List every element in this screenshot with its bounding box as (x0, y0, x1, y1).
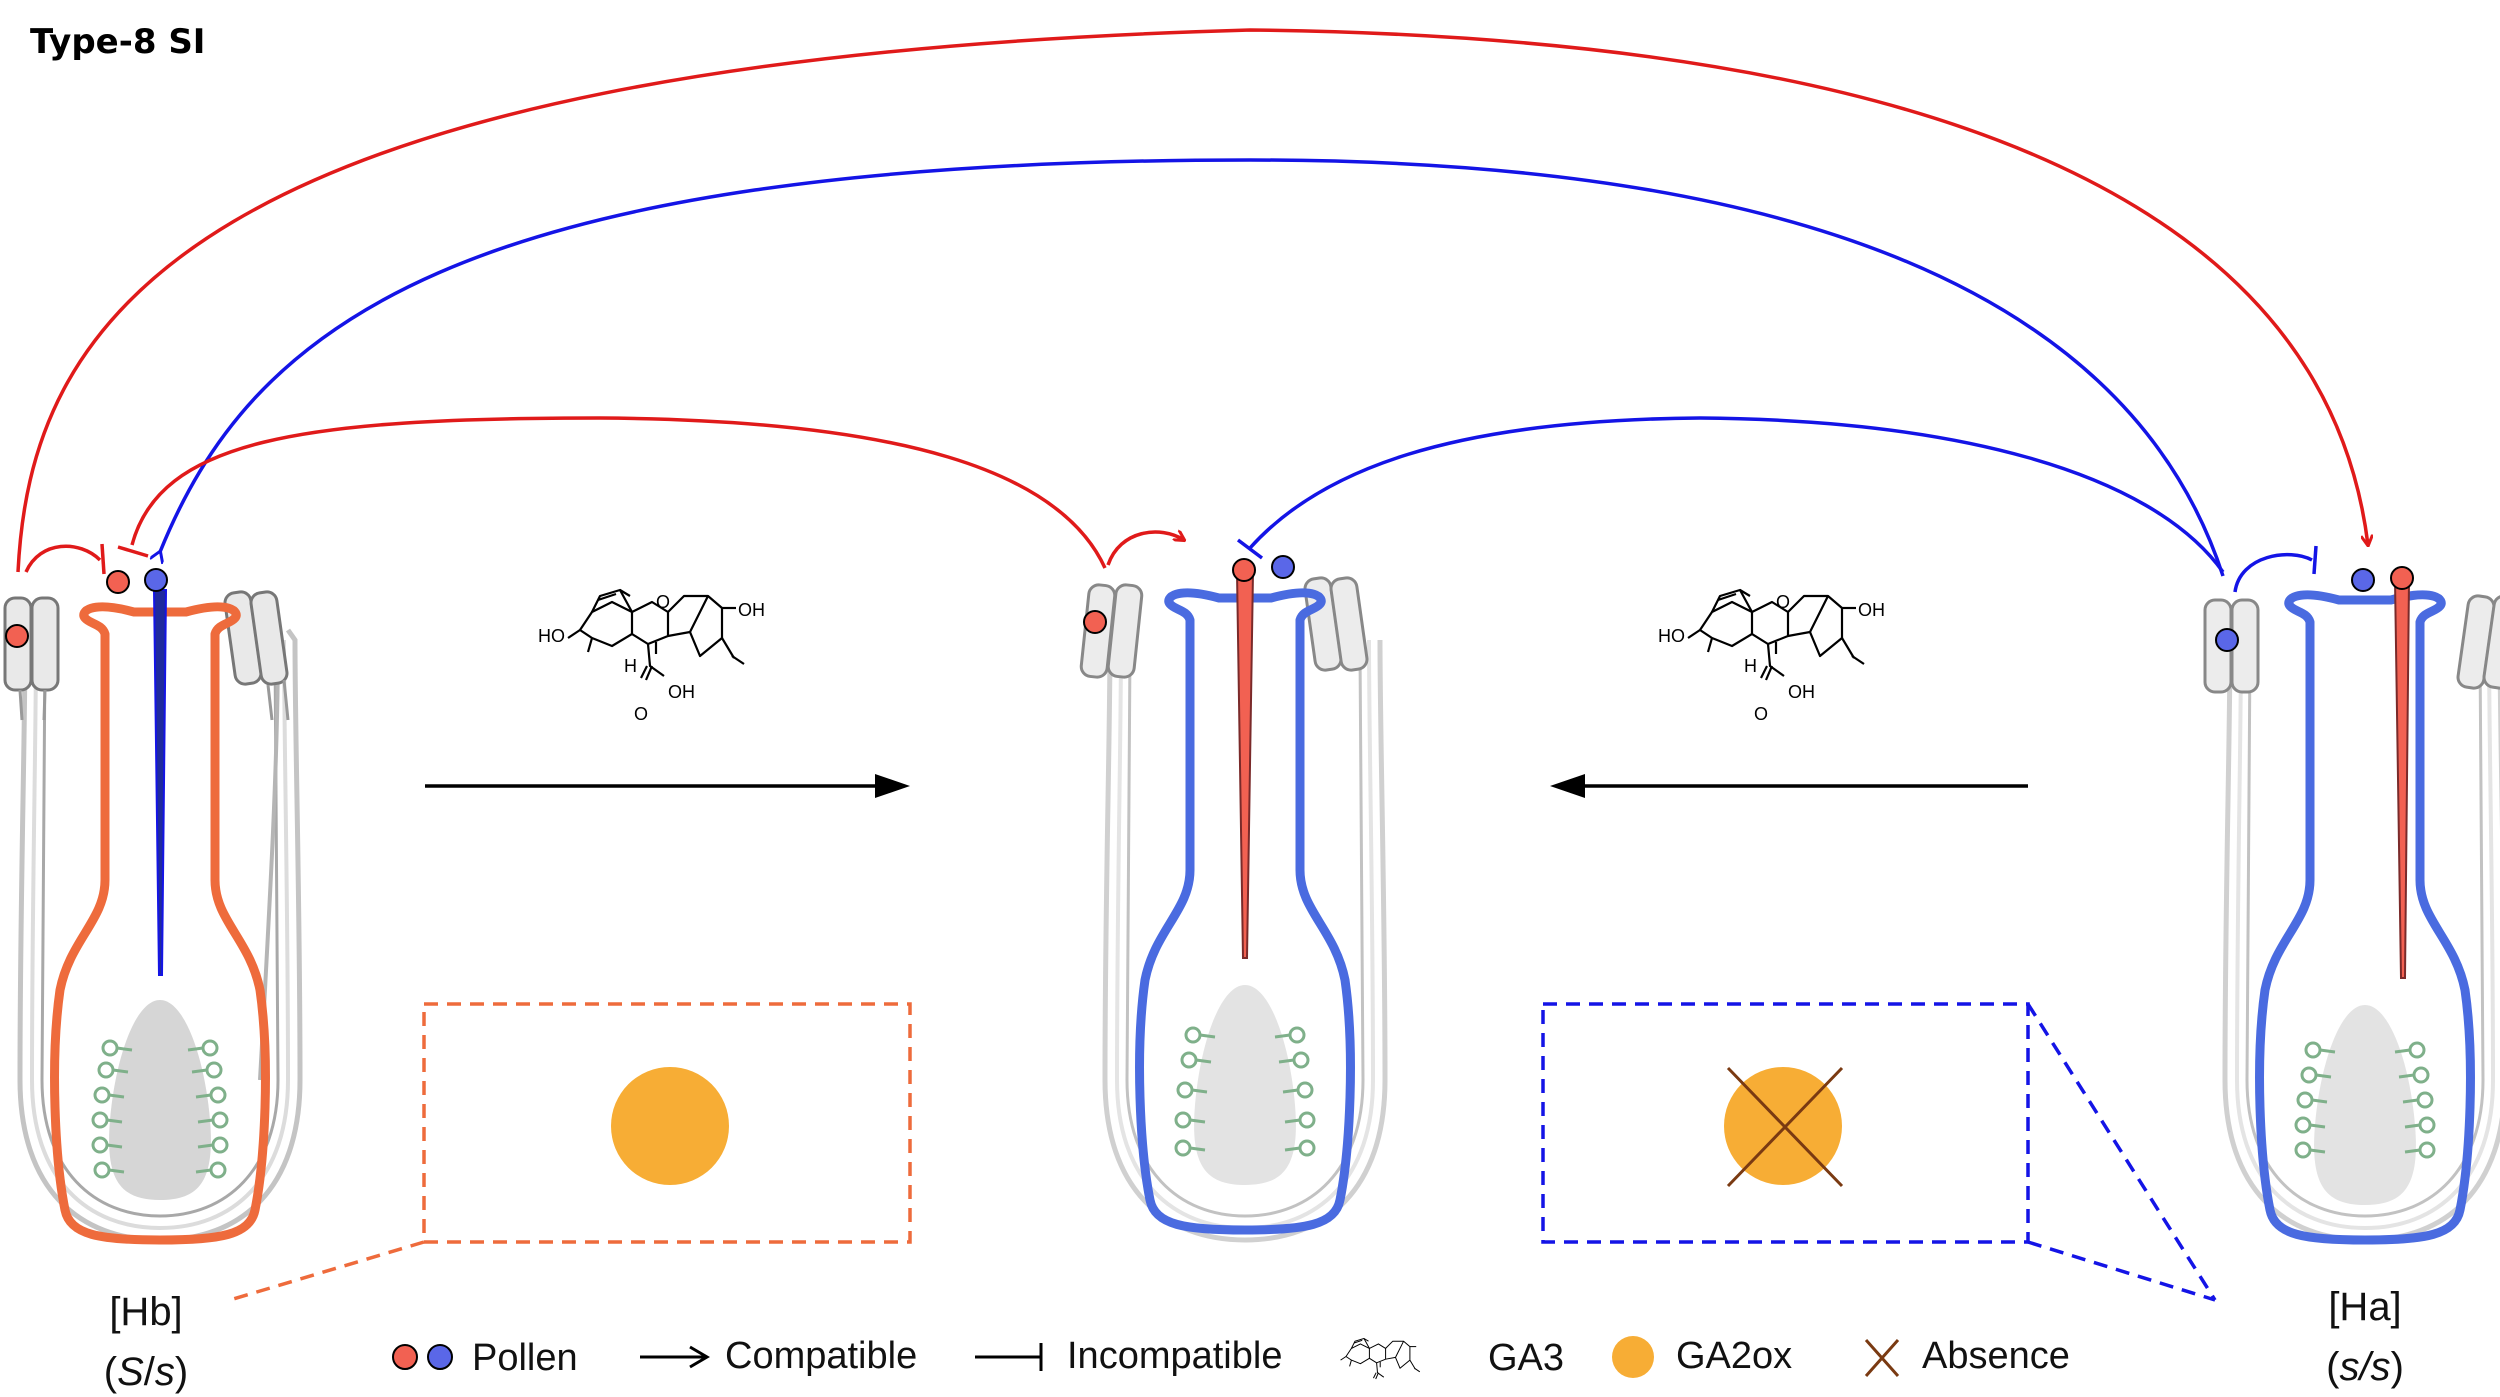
legend-absence: Absence (1922, 1335, 2070, 1377)
ga2ox-circle-icon (1612, 1336, 1654, 1378)
pollen-tube-blue (152, 589, 168, 976)
pistil-blue (2255, 590, 2475, 1245)
anther-left (3, 596, 60, 721)
pollen-blue-on-stigma (2351, 568, 2375, 592)
arrow-right-to-middle (1550, 774, 2028, 798)
ga3-structure-left: HO O OH H OH O (538, 588, 765, 724)
plant-ha (2203, 566, 2500, 1245)
pollen-red-on-anther (5, 624, 29, 648)
pollen-blue-on-stigma (144, 568, 168, 592)
plant-middle (1079, 555, 1388, 1243)
legend-ga2ox: GA2ox (1676, 1335, 1792, 1377)
pollen-blue-on-stigma (1271, 555, 1295, 579)
svg-text:HO: HO (538, 626, 565, 646)
svg-text:O: O (634, 704, 648, 724)
svg-text:H: H (1744, 656, 1757, 676)
ga3-structure-icon (1340, 1338, 1421, 1380)
arc-red-middle-to-left (130, 416, 1107, 569)
svg-text:OH: OH (1858, 600, 1885, 620)
arc-blue-right-to-middle (1248, 416, 2225, 574)
ovary (109, 1000, 211, 1200)
legend-pollen: Pollen (472, 1337, 578, 1379)
ga2ox-circle (611, 1067, 729, 1185)
svg-text:OH: OH (1788, 682, 1815, 702)
ovary (2314, 1005, 2416, 1205)
legend-incompatible: Incompatible (1067, 1335, 1282, 1377)
figure-title: Type-8 SI (30, 22, 205, 62)
compatible-arrow-icon (640, 1345, 710, 1369)
pistil-orange (50, 602, 270, 1245)
ovules (2294, 1041, 2436, 1159)
absence-cross-icon (1726, 1066, 1844, 1188)
genotype-hb: (S/s) (104, 1350, 188, 1394)
ovary (1194, 985, 1296, 1185)
legend-compatible: Compatible (725, 1335, 917, 1377)
pistil-blue (1135, 588, 1355, 1235)
pollen-pair-icon (427, 1344, 453, 1370)
incompatible-bar-icon (975, 1343, 1043, 1371)
plant-hb (3, 568, 303, 1245)
pollen-red-on-stigma (1232, 558, 1256, 582)
pollen-blue-on-anther (2215, 628, 2239, 652)
svg-text:OH: OH (668, 682, 695, 702)
arc-blue-right-to-left (160, 158, 2225, 577)
ovules (1174, 1026, 1316, 1157)
svg-text:O: O (656, 592, 670, 612)
arc-red-self-left (24, 544, 102, 573)
arc-blue-self-right (2233, 552, 2313, 593)
absence-cross-icon (1864, 1339, 1900, 1377)
ovules (91, 1039, 229, 1179)
anther-right (2456, 594, 2500, 690)
svg-text:HO: HO (1658, 626, 1685, 646)
pollen-red-on-stigma (2390, 566, 2414, 590)
pollen-tube-red (2393, 579, 2411, 979)
pollen-red-on-stigma (106, 570, 130, 594)
arc-red-self-middle (1106, 532, 1184, 566)
arrow-left-to-middle (425, 774, 910, 798)
genotype-ha: (s/s) (2326, 1345, 2404, 1389)
ga3-structure-right: HO O OH H OH O (1658, 588, 1885, 724)
plant-label-ha: [Ha] (2328, 1285, 2401, 1329)
pollen-pair-icon (392, 1344, 418, 1370)
svg-text:H: H (624, 656, 637, 676)
legend-ga3: GA3 (1488, 1337, 1564, 1379)
arc-red-left-to-right (16, 28, 2368, 573)
svg-text:O: O (1776, 592, 1790, 612)
legend: Pollen Compatible Incompatible GA3 GA2ox… (392, 1335, 2070, 1380)
zoom-box-left (229, 1002, 912, 1302)
anther-right (1303, 576, 1369, 672)
zoom-box-right (1541, 1002, 2217, 1302)
pollen-red-on-anther (1083, 610, 1107, 634)
svg-text:O: O (1754, 704, 1768, 724)
svg-text:OH: OH (738, 600, 765, 620)
plant-label-hb: [Hb] (109, 1290, 182, 1334)
pollen-tube-red (1235, 571, 1255, 959)
